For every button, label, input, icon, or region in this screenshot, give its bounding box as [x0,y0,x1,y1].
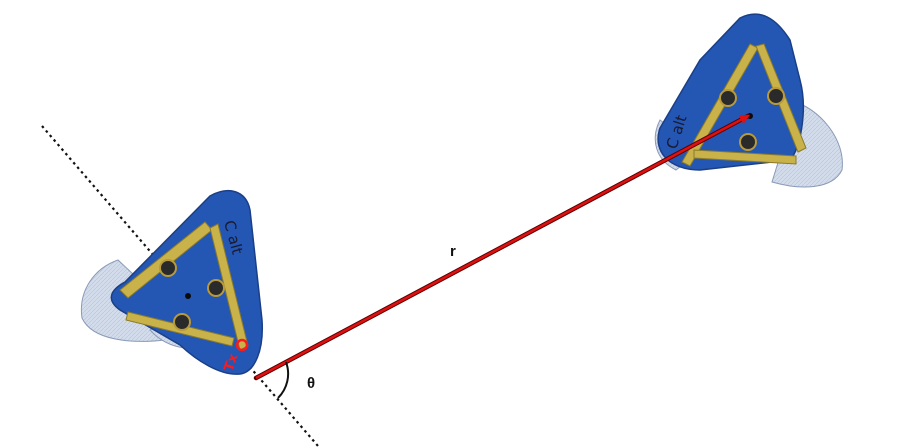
angle-arc [277,361,290,399]
right-robot-sensor [719,89,737,107]
right-robot-sensor [739,133,757,151]
right-robot-pcb [693,149,797,165]
right-robot-sensor [767,87,785,105]
distance-vector-arrow [255,114,750,380]
left-robot-sensor [159,259,177,277]
left-robot-marker-ring [235,338,249,352]
left-robot-body [110,190,264,375]
left-robot: C alt Tx [80,190,264,375]
distance-label: r [450,243,456,260]
left-robot-sensor [207,279,225,297]
left-robot-sensor [173,313,191,331]
left-robot-marker: Tx [222,351,242,373]
right-robot: C alt [654,13,843,188]
left-robot-center-hole [185,293,191,299]
angle-label: θ [307,375,315,392]
